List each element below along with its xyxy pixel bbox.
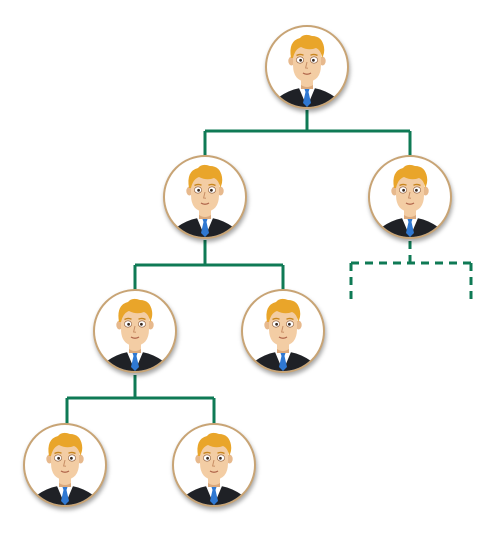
node-staff-left[interactable] bbox=[23, 423, 107, 507]
businessman-avatar-icon bbox=[251, 298, 315, 371]
businessman-avatar-icon bbox=[182, 432, 246, 505]
connector-manager-left bbox=[133, 240, 285, 292]
businessman-avatar-icon bbox=[33, 432, 97, 505]
businessman-avatar-icon bbox=[173, 164, 237, 237]
node-manager-right[interactable] bbox=[368, 155, 452, 239]
connector-lead-left bbox=[65, 375, 216, 425]
businessman-avatar-icon bbox=[103, 298, 167, 371]
businessman-avatar-icon bbox=[378, 164, 442, 237]
businessman-avatar-icon bbox=[275, 34, 339, 107]
node-manager-left[interactable] bbox=[163, 155, 247, 239]
node-ceo[interactable] bbox=[265, 25, 349, 109]
node-lead-left[interactable] bbox=[93, 289, 177, 373]
connector-placeholder bbox=[349, 241, 473, 300]
node-lead-right[interactable] bbox=[241, 289, 325, 373]
node-staff-right[interactable] bbox=[172, 423, 256, 507]
connector-ceo bbox=[203, 110, 412, 158]
